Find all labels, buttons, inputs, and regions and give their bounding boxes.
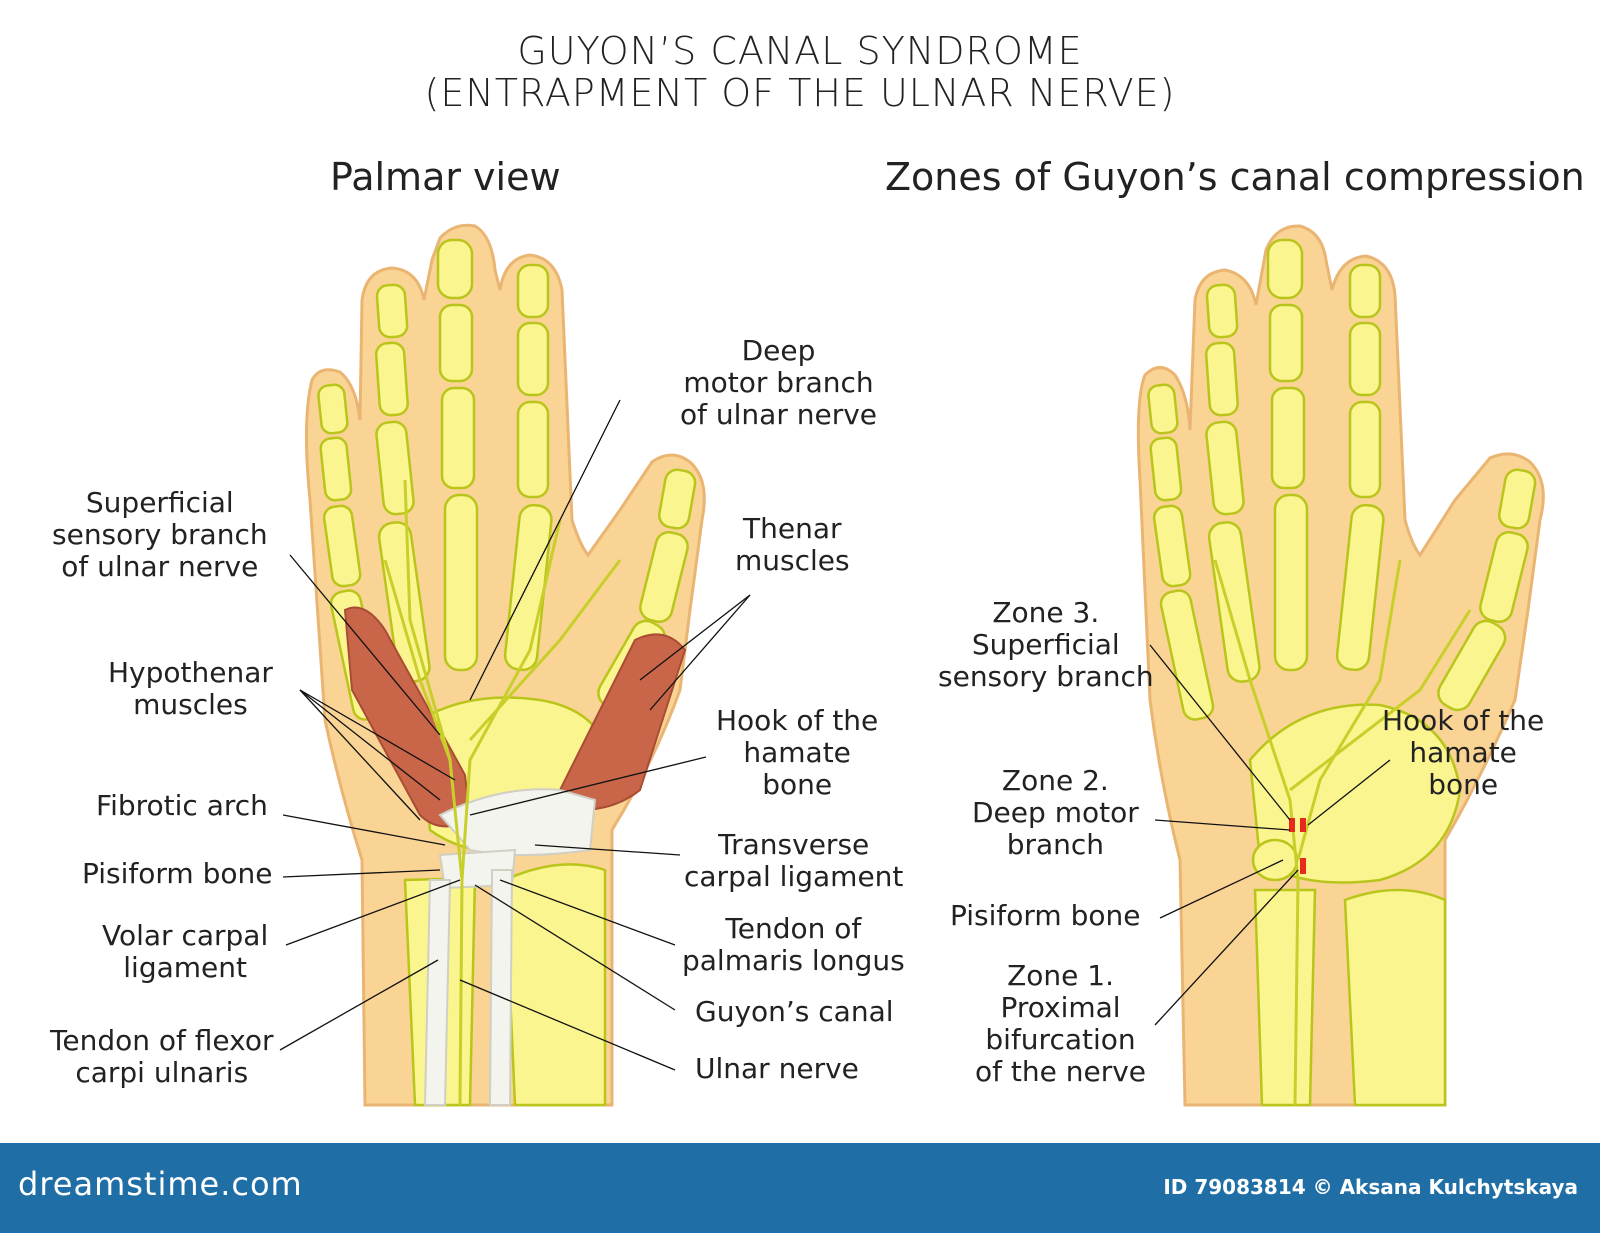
fcu-tendon (423, 879, 452, 1106)
label-zone-1: Zone 1. Proximal bifurcation of the nerv… (975, 959, 1147, 1088)
title-line-1: GUYON’S CANAL SYNDROME (517, 29, 1083, 73)
leader-lines (279, 399, 1391, 1071)
left-hand (304, 223, 706, 1107)
label-hook-of-hamate-right: Hook of the hamate bone (1382, 704, 1545, 801)
label-zone-2: Zone 2. Deep motor branch (972, 764, 1139, 861)
zones-subtitle: Zones of Guyon’s canal compression (885, 155, 1585, 199)
footer-credit: ID 79083814 © Aksana Kulchytskaya (1163, 1175, 1578, 1199)
palmaris-tendon (488, 869, 514, 1106)
label-thenar-muscles: Thenar muscles (735, 512, 850, 577)
label-tendon-palmaris-longus: Tendon of palmaris longus (682, 912, 905, 977)
label-zone-3: Zone 3. Superficial sensory branch (938, 596, 1154, 693)
label-guyons-canal: Guyon’s canal (695, 995, 894, 1028)
label-pisiform-bone-right: Pisiform bone (950, 899, 1141, 932)
title-line-2: (ENTRAPMENT OF THE ULNAR NERVE) (424, 71, 1176, 115)
footer-bar: dreamstime.com ID 79083814 © Aksana Kulc… (0, 1143, 1600, 1233)
anatomy-illustration (279, 223, 1545, 1107)
zone-markers (1289, 818, 1306, 874)
label-volar-carpal-ligament: Volar carpal ligament (102, 919, 269, 984)
label-fibrotic-arch: Fibrotic arch (96, 789, 268, 822)
label-transverse-carpal-ligament: Transverse carpal ligament (684, 828, 904, 893)
label-pisiform-bone-left: Pisiform bone (82, 857, 273, 890)
footer-brand[interactable]: dreamstime.com (18, 1165, 303, 1203)
label-ulnar-nerve: Ulnar nerve (695, 1052, 859, 1085)
right-hand (1136, 224, 1545, 1107)
label-hypothenar-muscles: Hypothenar muscles (108, 656, 273, 721)
label-deep-motor-branch: Deep motor branch of ulnar nerve (680, 334, 878, 431)
label-superficial-sensory-branch: Superficial sensory branch of ulnar nerv… (52, 486, 268, 583)
label-tendon-fcu: Tendon of flexor carpi ulnaris (50, 1024, 274, 1089)
palmar-view-subtitle: Palmar view (330, 155, 561, 199)
label-hook-of-hamate-left: Hook of the hamate bone (716, 704, 879, 801)
